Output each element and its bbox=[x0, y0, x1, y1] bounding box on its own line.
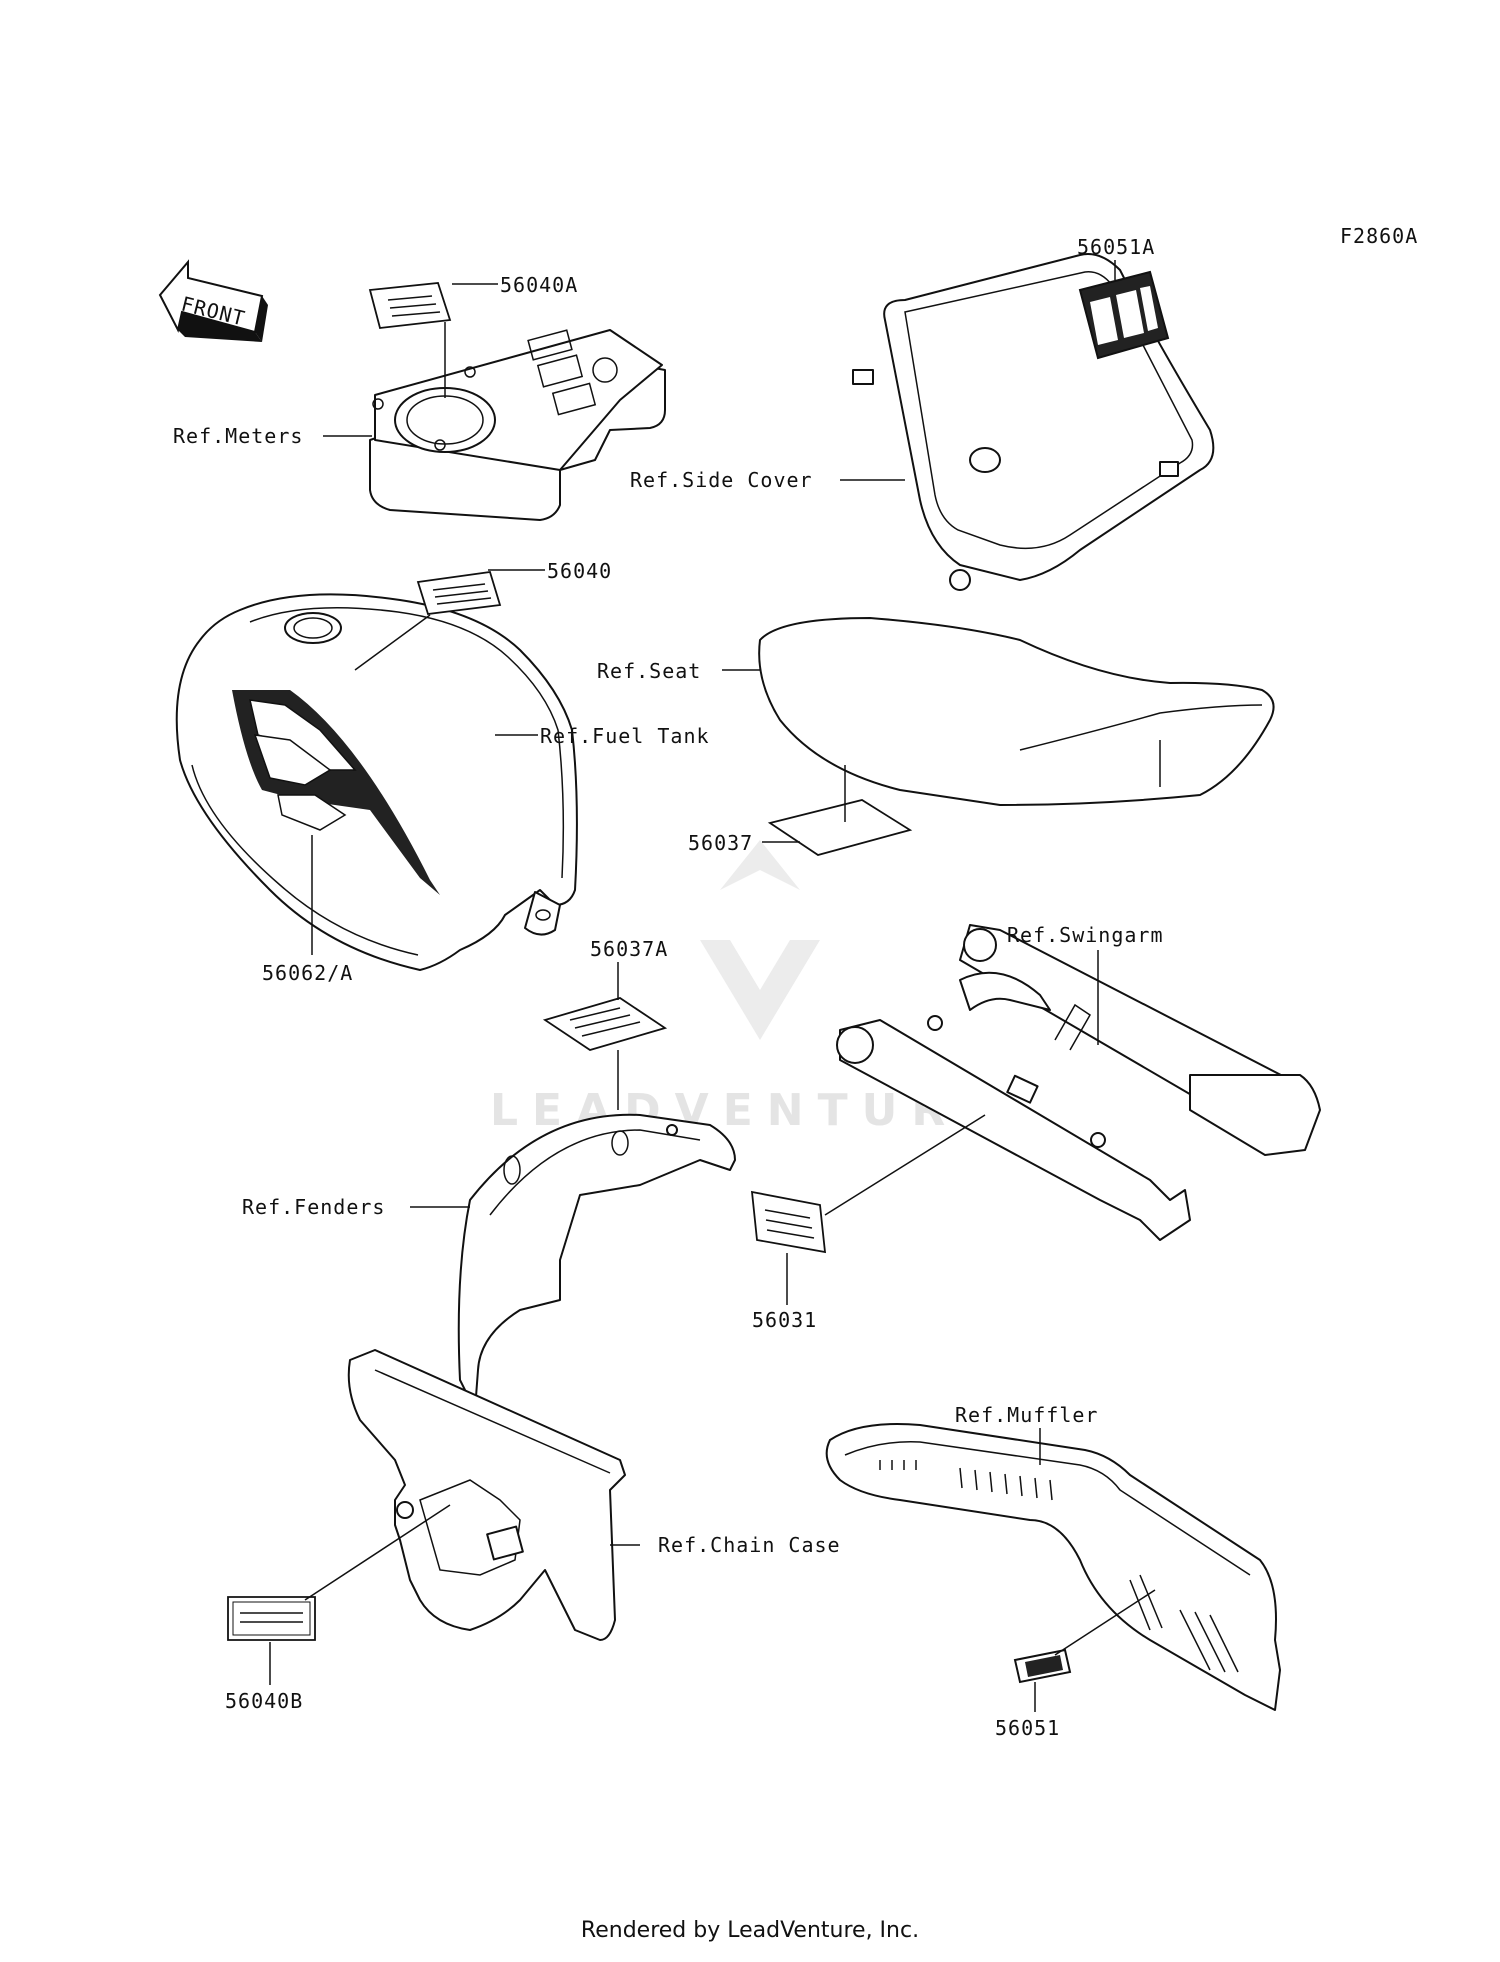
label-ref-muffler: Ref.Muffler bbox=[955, 1403, 1098, 1427]
fender-part bbox=[457, 1113, 736, 1411]
label-ref-swingarm: Ref.Swingarm bbox=[1007, 923, 1164, 947]
label-56037A: 56037A bbox=[590, 937, 668, 961]
label-56040B: 56040B bbox=[225, 1689, 303, 1713]
decal-56040A bbox=[368, 282, 452, 329]
label-ref-meters: Ref.Meters bbox=[173, 424, 303, 448]
figure-code: F2860A bbox=[1340, 224, 1418, 248]
label-ref-seat: Ref.Seat bbox=[597, 659, 701, 683]
label-56031: 56031 bbox=[752, 1308, 817, 1332]
muffler-vents bbox=[879, 1460, 1239, 1673]
decal-56040 bbox=[416, 571, 502, 615]
label-ref-fuel-tank: Ref.Fuel Tank bbox=[540, 724, 710, 748]
label-ref-chain-case: Ref.Chain Case bbox=[658, 1533, 841, 1557]
seat-part bbox=[758, 617, 1275, 806]
label-56051: 56051 bbox=[995, 1716, 1060, 1740]
label-56062A: 56062/A bbox=[262, 961, 353, 985]
decal-56031 bbox=[750, 1190, 827, 1254]
decal-56037A bbox=[542, 997, 668, 1051]
label-56040A: 56040A bbox=[500, 273, 578, 297]
footer-credit: Rendered by LeadVenture, Inc. bbox=[580, 1918, 920, 1943]
decal-56051 bbox=[1013, 1648, 1072, 1684]
decal-56037 bbox=[767, 799, 913, 856]
label-56040: 56040 bbox=[547, 559, 612, 583]
label-56037: 56037 bbox=[688, 831, 753, 855]
decal-56040B bbox=[227, 1596, 316, 1641]
label-ref-side-cover: Ref.Side Cover bbox=[630, 468, 813, 492]
label-ref-fenders: Ref.Fenders bbox=[242, 1195, 385, 1219]
meters-part bbox=[369, 329, 666, 521]
swingarm-part bbox=[836, 924, 1321, 1241]
fuel-tank-part bbox=[175, 593, 578, 971]
decal-56051A bbox=[1078, 270, 1170, 360]
muffler-part bbox=[825, 1423, 1281, 1711]
front-arrow-icon: FRONT bbox=[158, 259, 268, 342]
label-56051A: 56051A bbox=[1077, 235, 1155, 259]
chain-case-part bbox=[347, 1349, 626, 1641]
